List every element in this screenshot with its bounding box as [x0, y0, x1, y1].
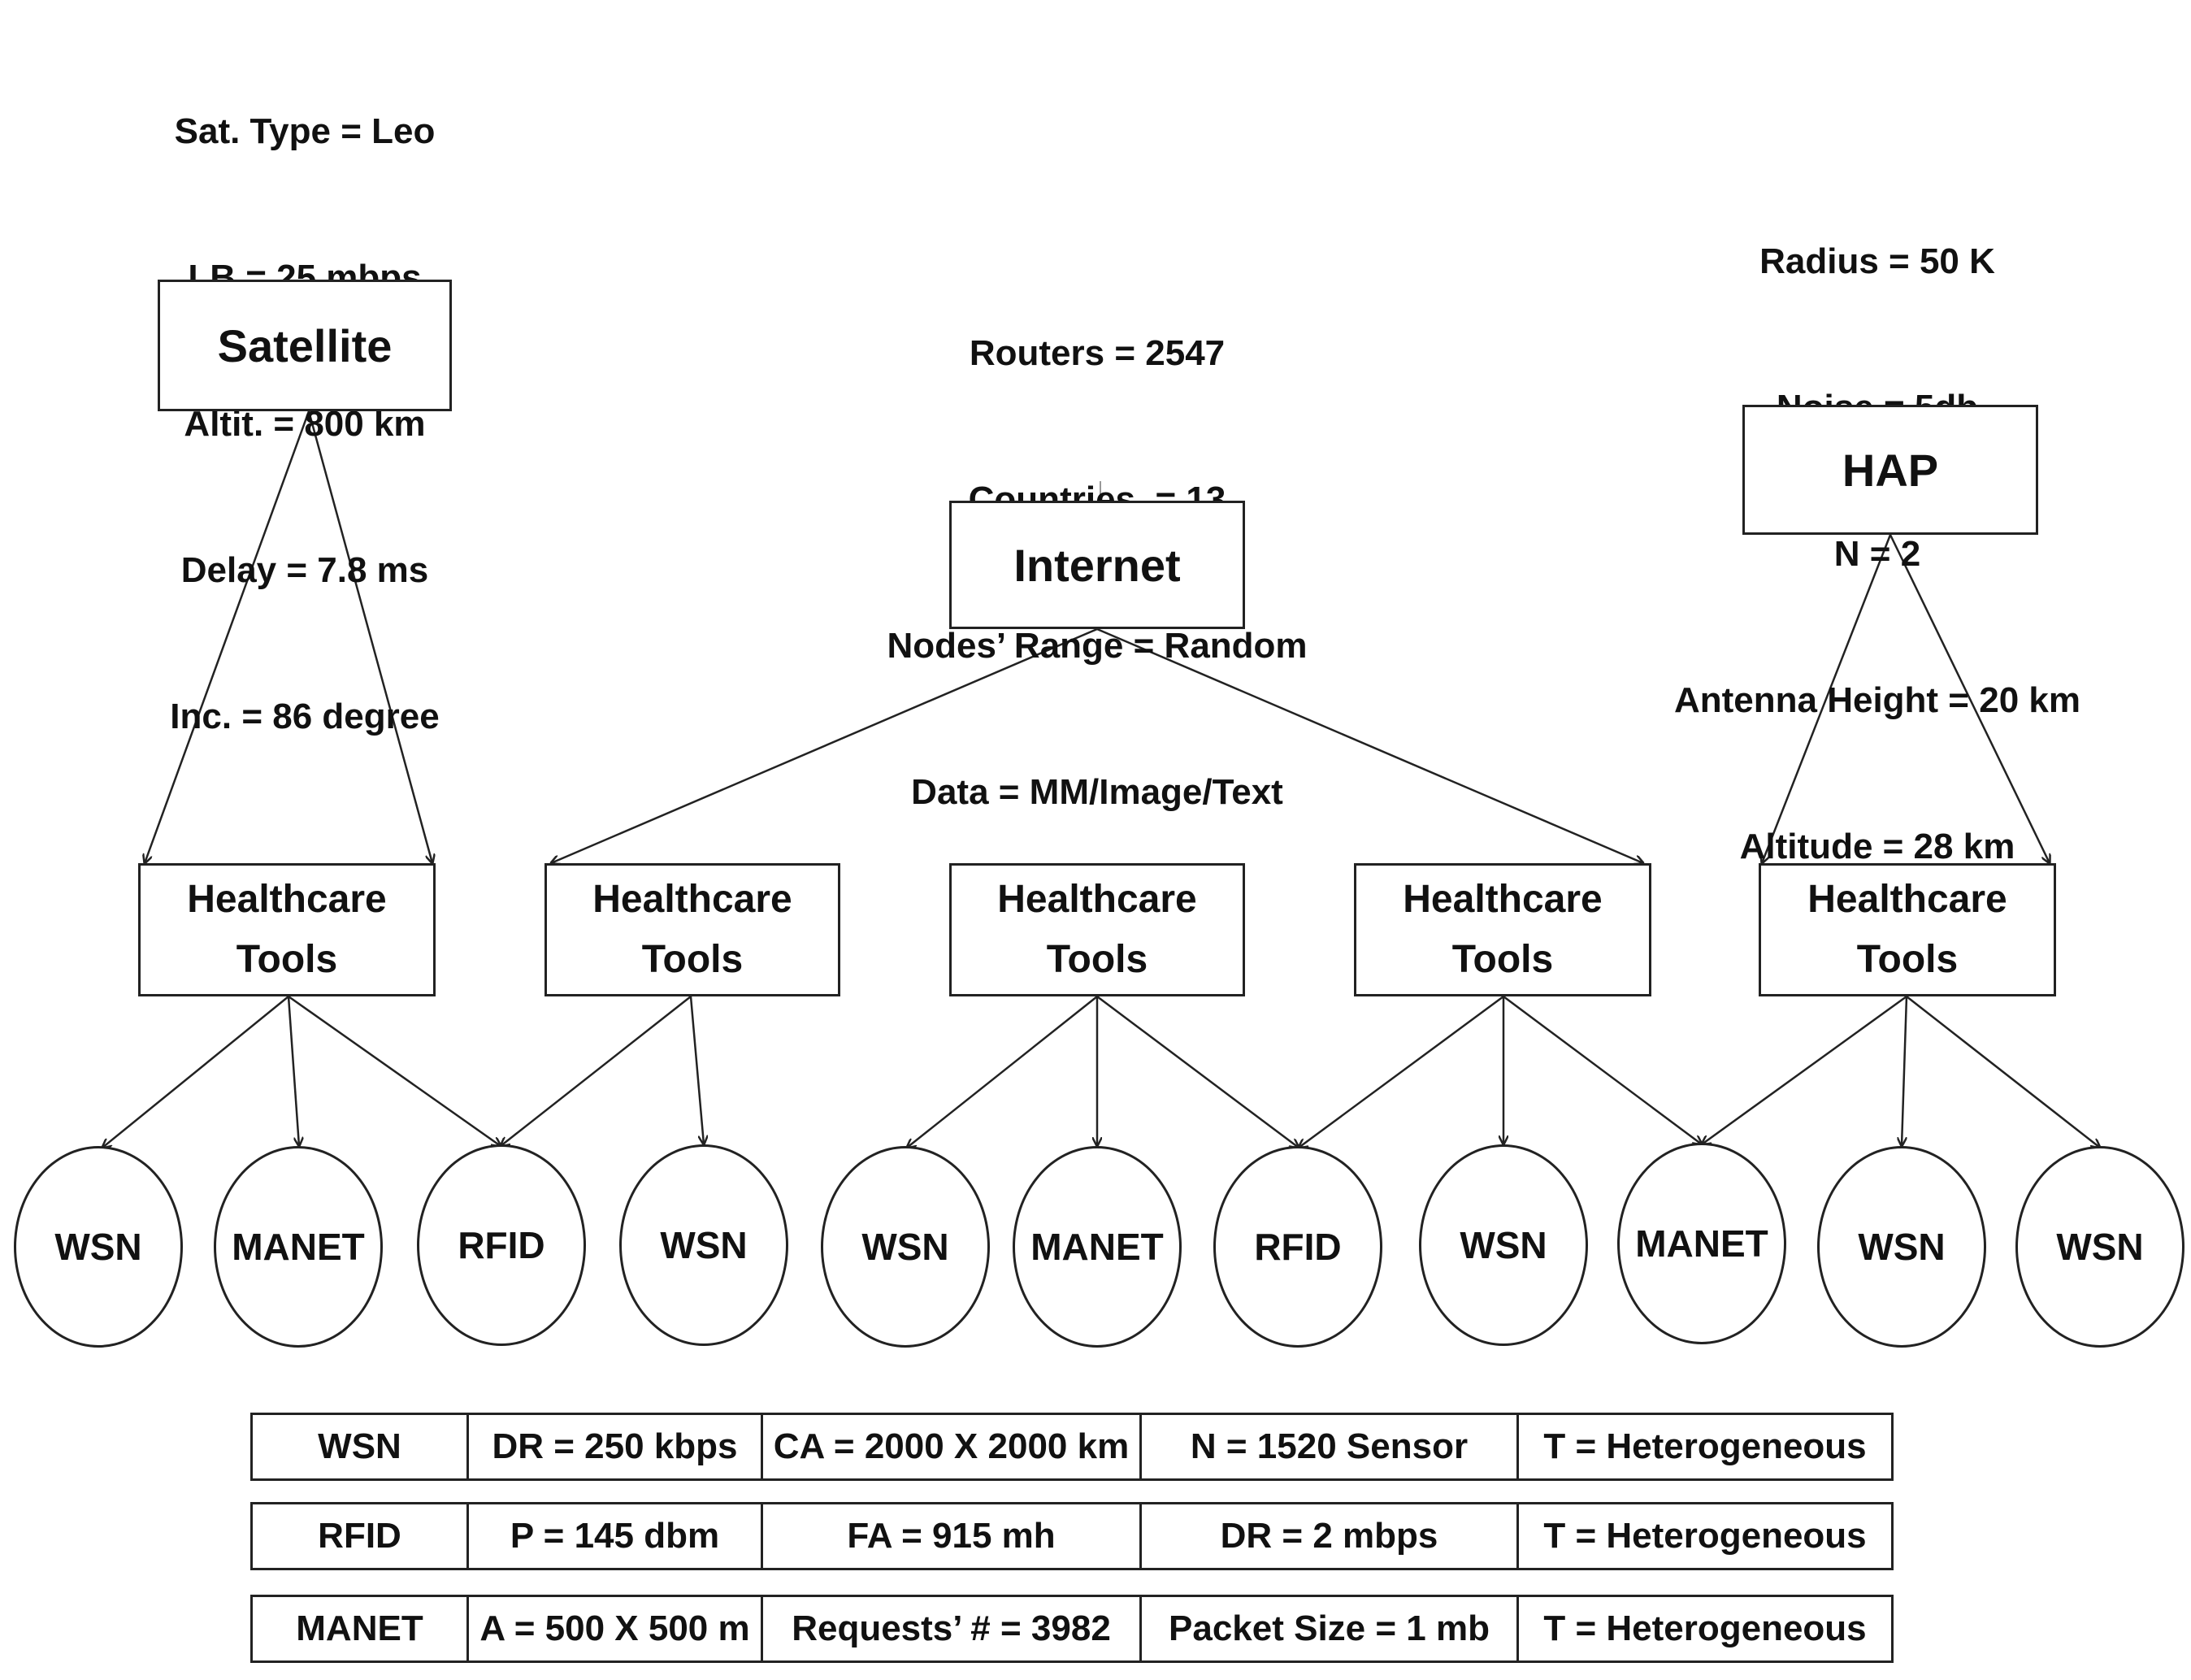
- table-cell: Requests’ # = 3982: [763, 1597, 1142, 1660]
- table-cell: DR = 250 kbps: [469, 1415, 763, 1478]
- table-cell: RFID: [253, 1504, 469, 1568]
- internet-box: Internet: [949, 501, 1245, 629]
- node-label: MANET: [1030, 1226, 1164, 1268]
- node-label: MANET: [1635, 1222, 1768, 1265]
- internet-param: Data = MM/Image/Text: [911, 772, 1283, 812]
- node-label: WSN: [54, 1226, 142, 1268]
- connector-arrow: [288, 995, 501, 1146]
- table-cell: N = 1520 Sensor: [1142, 1415, 1519, 1478]
- network-node: MANET: [1617, 1143, 1786, 1344]
- network-node: RFID: [1213, 1146, 1382, 1348]
- table-cell: MANET: [253, 1597, 469, 1660]
- healthcare-tools-box: Healthcare Tools: [1759, 863, 2056, 996]
- network-node: WSN: [1419, 1144, 1588, 1346]
- satellite-param: Sat. Type = Leo: [174, 111, 436, 151]
- connector-arrow: [1702, 995, 1907, 1144]
- node-label: WSN: [1460, 1224, 1547, 1266]
- table-cell: A = 500 X 500 m: [469, 1597, 763, 1660]
- healthcare-tools-box: Healthcare Tools: [138, 863, 436, 996]
- table-cell: CA = 2000 X 2000 km: [763, 1415, 1142, 1478]
- table-cell: Packet Size = 1 mb: [1142, 1597, 1519, 1660]
- healthcare-tools-box: Healthcare Tools: [544, 863, 840, 996]
- satellite-box: Satellite: [158, 280, 452, 411]
- network-node: WSN: [821, 1146, 990, 1348]
- connector-arrow: [287, 996, 299, 1146]
- table-row-wsn: WSN DR = 250 kbps CA = 2000 X 2000 km N …: [250, 1413, 1894, 1481]
- network-node: MANET: [1013, 1146, 1182, 1348]
- internet-label: Internet: [1013, 539, 1181, 591]
- table-cell: P = 145 dbm: [469, 1504, 763, 1568]
- internet-param: Nodes’ Range = Random: [887, 626, 1308, 666]
- node-label: WSN: [861, 1226, 949, 1268]
- tools-line1: Healthcare: [1807, 878, 2007, 921]
- hap-param: Radius = 50 K: [1759, 241, 1995, 281]
- table-cell: FA = 915 mh: [763, 1504, 1142, 1568]
- network-node: WSN: [14, 1146, 183, 1348]
- connector-arrow: [1503, 995, 1702, 1144]
- tools-line1: Healthcare: [997, 878, 1197, 921]
- healthcare-tools-box: Healthcare Tools: [1354, 863, 1651, 996]
- node-label: MANET: [232, 1226, 365, 1268]
- connector-arrow: [907, 996, 1098, 1148]
- node-label: WSN: [660, 1224, 748, 1266]
- node-label: WSN: [2056, 1226, 2144, 1268]
- tools-line2: Tools: [236, 938, 338, 981]
- table-row-rfid: RFID P = 145 dbm FA = 915 mh DR = 2 mbps…: [250, 1502, 1894, 1570]
- tools-line2: Tools: [1046, 938, 1148, 981]
- network-node: RFID: [417, 1144, 586, 1346]
- connector-arrow: [102, 996, 289, 1148]
- connector-arrow: [1096, 627, 1643, 863]
- hap-param: Altitude = 28 km: [1739, 827, 2015, 866]
- connector-arrow: [1906, 996, 2100, 1148]
- tools-line2: Tools: [641, 938, 744, 981]
- tools-line2: Tools: [1451, 938, 1554, 981]
- tools-line1: Healthcare: [1403, 878, 1603, 921]
- hap-param: Antenna Height = 20 km: [1673, 680, 2080, 720]
- connector-arrow: [1889, 534, 2050, 863]
- table-cell: T = Heterogeneous: [1543, 1426, 1867, 1466]
- connector-arrow: [307, 410, 432, 863]
- connector-arrow: [1902, 996, 1908, 1146]
- connector-arrow: [1299, 995, 1504, 1148]
- hap-param: N = 2: [1833, 534, 1921, 574]
- connector-arrow: [501, 996, 692, 1146]
- internet-param: Routers = 2547: [969, 333, 1226, 373]
- connector-arrow: [1096, 996, 1299, 1148]
- table-cell: T = Heterogeneous: [1543, 1608, 1867, 1648]
- hap-box: HAP: [1742, 405, 2038, 535]
- network-node: MANET: [214, 1146, 383, 1348]
- network-node: WSN: [619, 1144, 788, 1346]
- connector-arrow: [551, 627, 1098, 863]
- table-cell: WSN: [253, 1415, 469, 1478]
- node-label: WSN: [1858, 1226, 1946, 1268]
- tools-line1: Healthcare: [187, 878, 387, 921]
- hap-label: HAP: [1842, 444, 1939, 496]
- connector-arrow: [145, 410, 310, 863]
- tools-line2: Tools: [1856, 938, 1959, 981]
- satellite-param: Delay = 7.8 ms: [180, 550, 429, 590]
- table-cell: DR = 2 mbps: [1142, 1504, 1519, 1568]
- node-label: RFID: [1254, 1226, 1342, 1268]
- connector-arrow: [689, 996, 704, 1144]
- tools-line1: Healthcare: [592, 878, 792, 921]
- connector-arrow: [1762, 534, 1892, 863]
- table-cell: T = Heterogeneous: [1543, 1516, 1867, 1556]
- satellite-param: Inc. = 86 degree: [170, 697, 440, 736]
- node-label: RFID: [458, 1224, 545, 1266]
- healthcare-tools-box: Healthcare Tools: [949, 863, 1245, 996]
- table-row-manet: MANET A = 500 X 500 m Requests’ # = 3982…: [250, 1595, 1894, 1663]
- satellite-label: Satellite: [217, 319, 393, 371]
- network-node: WSN: [2015, 1146, 2184, 1348]
- network-node: WSN: [1817, 1146, 1986, 1348]
